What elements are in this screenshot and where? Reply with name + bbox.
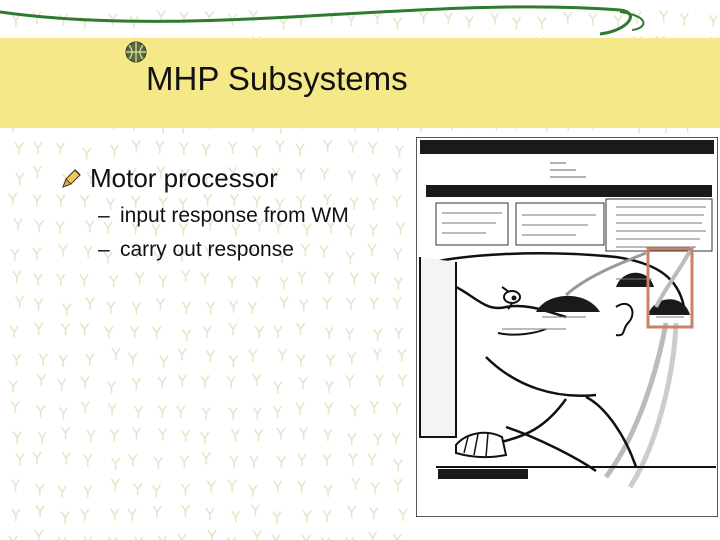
title-band xyxy=(0,38,720,128)
subbullet-carry-out-response: –carry out response xyxy=(98,238,294,262)
subbullet-dash: – xyxy=(98,204,110,227)
subbullet-text: carry out response xyxy=(120,238,294,261)
model-human-processor-diagram xyxy=(416,137,718,517)
pencil-bullet-icon xyxy=(62,169,81,188)
slide-title: MHP Subsystems xyxy=(146,60,408,97)
subbullet-dash: – xyxy=(98,238,110,261)
subbullet-input-response: –input response from WM xyxy=(98,204,349,228)
title-swoosh-decoration xyxy=(0,5,645,63)
bullet-motor-processor: Motor processor xyxy=(90,163,278,193)
globe-icon xyxy=(125,41,147,63)
subbullet-text: input response from WM xyxy=(120,204,349,227)
